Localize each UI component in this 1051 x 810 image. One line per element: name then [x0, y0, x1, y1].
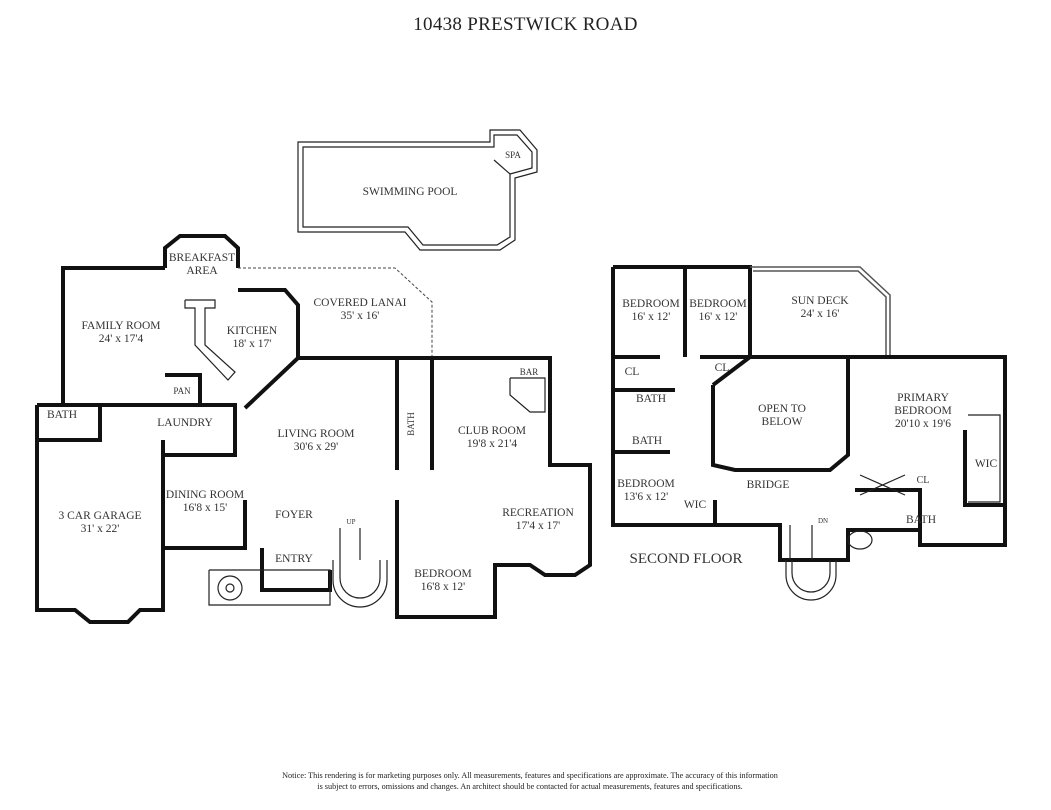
breakfast-label: BREAKFAST [169, 252, 235, 264]
bedroom-3-label: BEDROOM [617, 478, 675, 490]
recreation-dim: 17'4 x 17' [516, 520, 560, 532]
notice-line-2: is subject to errors, omissions and chan… [317, 782, 743, 791]
garage-label: 3 CAR GARAGE [58, 510, 141, 522]
stair-up-label: UP [347, 518, 356, 526]
closet-2-label: CL [715, 362, 730, 374]
bedroom-3-dim: 13'6 x 12' [624, 491, 668, 503]
bedroom-dim: 16'8 x 12' [421, 581, 465, 593]
wic-1-label: WIC [975, 458, 998, 470]
bedroom-1-label: BEDROOM [622, 298, 680, 310]
disclaimer-notice: Notice: This rendering is for marketing … [200, 770, 860, 792]
lanai-dim: 35' x 16' [341, 310, 380, 322]
spa-label: SPA [505, 150, 521, 160]
stair-down-label: DN [818, 517, 828, 525]
closet-3-label: CL [917, 475, 930, 486]
bedroom-2-dim: 16' x 12' [699, 311, 738, 323]
first-floor-walls [35, 234, 592, 624]
swimming-pool [297, 129, 538, 251]
garage-bath-label: BATH [47, 409, 77, 421]
pool-label: SWIMMING POOL [363, 186, 458, 198]
sun-deck-dim: 24' x 16' [801, 308, 840, 320]
dining-room-label: DINING ROOM [166, 489, 244, 501]
primary-bedroom-dim: 20'10 x 19'6 [895, 418, 951, 430]
open-to-below-label: OPEN TO [758, 403, 806, 415]
primary-bath-label: BATH [906, 514, 936, 526]
kitchen-label: KITCHEN [227, 325, 278, 337]
bedroom-1-dim: 16' x 12' [632, 311, 671, 323]
living-room-dim: 30'6 x 29' [294, 441, 338, 453]
breakfast-label-2: AREA [186, 265, 218, 277]
bath-1-label: BATH [636, 393, 666, 405]
closet-1-label: CL [625, 366, 640, 378]
bath-2-label: BATH [632, 435, 662, 447]
foyer-label: FOYER [275, 509, 313, 521]
entry-label: ENTRY [275, 553, 313, 565]
primary-bedroom-label: PRIMARY [897, 392, 949, 404]
garage-dim: 31' x 22' [81, 523, 120, 535]
bedroom-label: BEDROOM [414, 568, 472, 580]
family-room-label: FAMILY ROOM [81, 320, 160, 332]
wic-2-label: WIC [684, 499, 707, 511]
second-floor-walls [611, 265, 1007, 601]
laundry-label: LAUNDRY [157, 417, 213, 429]
dining-room-dim: 16'8 x 15' [183, 502, 227, 514]
family-room-dim: 24' x 17'4 [99, 333, 144, 345]
club-room-dim: 19'8 x 21'4 [467, 438, 517, 450]
notice-line-1: Notice: This rendering is for marketing … [282, 771, 778, 780]
plan-title: 10438 PRESTWICK ROAD [413, 14, 638, 35]
open-to-below-label-2: BELOW [762, 416, 803, 428]
living-bath-label: BATH [406, 412, 416, 436]
primary-bedroom-label-2: BEDROOM [894, 405, 952, 417]
bridge-label: BRIDGE [747, 479, 790, 491]
living-room-label: LIVING ROOM [278, 428, 355, 440]
bedroom-2-label: BEDROOM [689, 298, 747, 310]
recreation-label: RECREATION [502, 507, 574, 519]
club-room-label: CLUB ROOM [458, 425, 526, 437]
pantry-label: PAN [173, 386, 191, 396]
second-floor-label: SECOND FLOOR [630, 551, 743, 567]
kitchen-dim: 18' x 17' [233, 338, 272, 350]
sun-deck-label: SUN DECK [791, 295, 849, 307]
bar-label: BAR [520, 367, 539, 377]
lanai-label: COVERED LANAI [314, 297, 407, 309]
